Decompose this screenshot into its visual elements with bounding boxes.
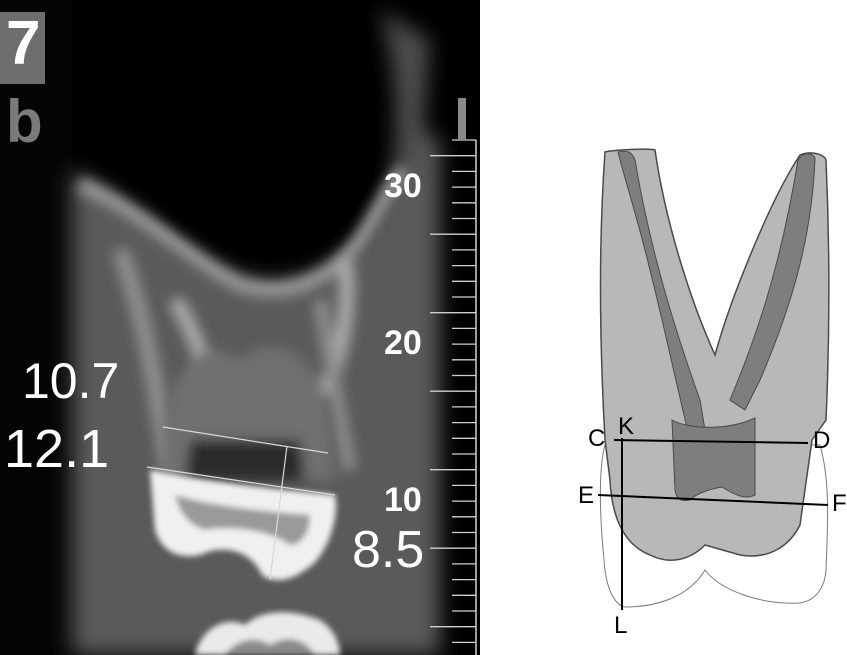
measurement-label-10-7: 10.7 (22, 352, 119, 410)
tooth-diagram-panel: C K D E F L (480, 0, 847, 655)
ruler-label-10: 10 (384, 480, 422, 520)
panel-letter: b (6, 92, 43, 152)
point-label-c: C (588, 425, 605, 453)
point-label-k: K (618, 413, 634, 441)
ruler-label-30: 30 (384, 166, 422, 206)
ruler-label-20: 20 (384, 323, 422, 363)
measurement-label-12-1: 12.1 (4, 418, 109, 480)
point-label-e: E (578, 482, 594, 510)
pulp-chamber (672, 418, 755, 501)
figure-number: 7 (6, 8, 40, 80)
scale-marker-bar (458, 98, 466, 140)
point-label-l: L (614, 612, 627, 640)
cbct-image-panel: 7 b 30 20 10 10.7 12.1 8.5 (0, 0, 480, 655)
point-label-d: D (813, 427, 830, 455)
tooth-diagram (480, 0, 847, 655)
measurement-label-8-5: 8.5 (352, 520, 424, 580)
point-label-f: F (832, 490, 847, 518)
